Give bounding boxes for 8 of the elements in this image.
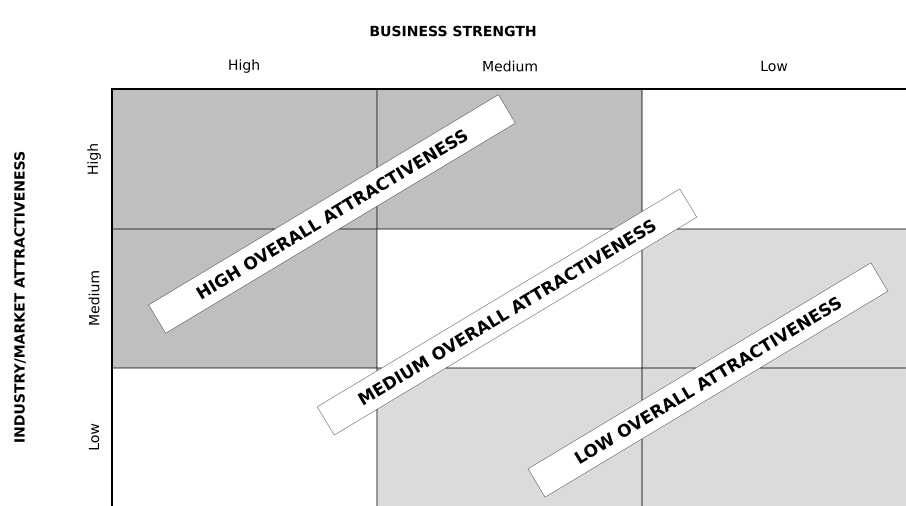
row-label: High: [87, 144, 101, 174]
column-label: Low: [762, 60, 788, 72]
axis-title: INDUSTRY/MARKET ATTRACTIVENESS: [14, 152, 26, 442]
column-label: Medium: [483, 60, 537, 72]
row-label: Low: [88, 424, 100, 450]
axis-title: BUSINESS STRENGTH: [370, 26, 536, 36]
column-label: High: [229, 59, 259, 73]
row-label: Medium: [88, 271, 100, 325]
